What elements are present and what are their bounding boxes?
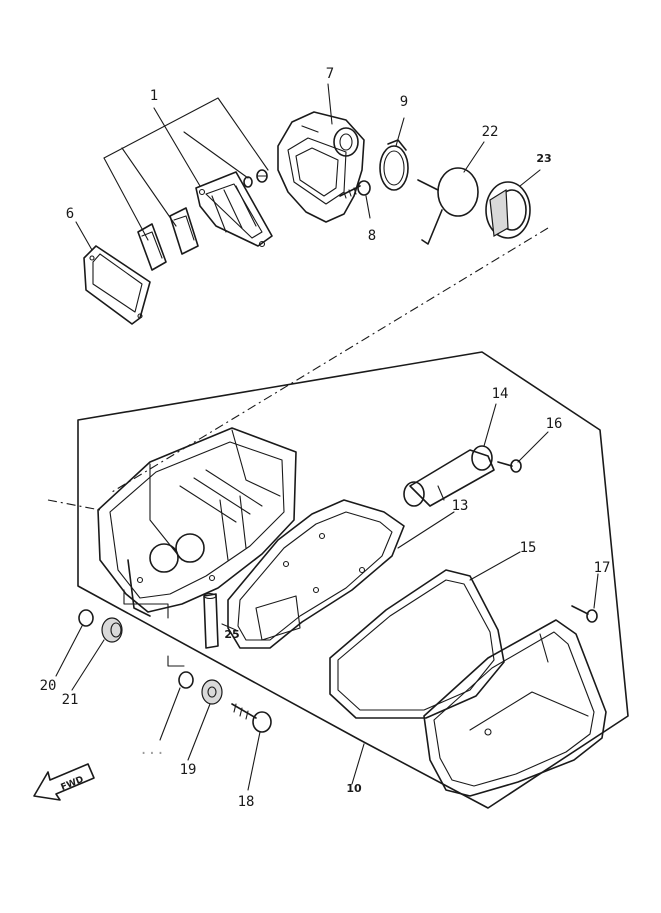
callout-18: 18: [238, 794, 255, 810]
washer-small: [243, 176, 253, 188]
intake-tube-14: [403, 445, 495, 507]
element-gasket-13: [227, 499, 405, 649]
airbox-case: [47, 427, 297, 617]
washer-19: [201, 679, 223, 705]
callout-25: 25: [224, 628, 239, 641]
callout-15: 15: [520, 540, 537, 556]
callout-23: 23: [536, 152, 551, 165]
callout-20: 20: [40, 678, 57, 694]
callout-9: 9: [400, 94, 408, 110]
seal-ring-15: [329, 569, 505, 719]
screw-small: [256, 169, 268, 183]
callout-14: 14: [492, 386, 509, 402]
callout-22: 22: [482, 124, 499, 140]
reed-petal-right: [169, 207, 199, 255]
collar-faint: [178, 671, 194, 689]
gasket-6: [83, 245, 151, 325]
screw-17: [571, 605, 598, 623]
callout-faint: ...: [139, 742, 164, 758]
callout-13: 13: [452, 498, 469, 514]
fwd-label: FWD: [60, 775, 86, 793]
callout-7: 7: [326, 66, 334, 82]
callout-1: 1: [150, 88, 158, 104]
intake-joint-7: [277, 111, 365, 223]
collar-21: [101, 617, 123, 643]
clamp-9: [379, 139, 409, 191]
fwd-arrow-icon: FWD: [33, 763, 95, 801]
spring-22: [417, 167, 479, 245]
reed-petal-left: [137, 223, 167, 271]
callout-16: 16: [546, 416, 563, 432]
bolt-18: [231, 703, 272, 733]
callout-6: 6: [66, 206, 74, 222]
pipe-25: [203, 592, 219, 649]
outline-box-10: [77, 351, 629, 809]
callout-19: 19: [180, 762, 197, 778]
airbox-cover: [423, 619, 607, 797]
bolt-8: [339, 180, 371, 199]
grommet-20: [78, 609, 94, 627]
reed-valve-block: [195, 171, 273, 248]
callout-17: 17: [594, 560, 611, 576]
callout-8: 8: [368, 228, 376, 244]
callout-21: 21: [62, 692, 79, 708]
cap-23: [485, 181, 531, 239]
callout-10: 10: [346, 782, 362, 795]
screw-16: [497, 459, 522, 473]
